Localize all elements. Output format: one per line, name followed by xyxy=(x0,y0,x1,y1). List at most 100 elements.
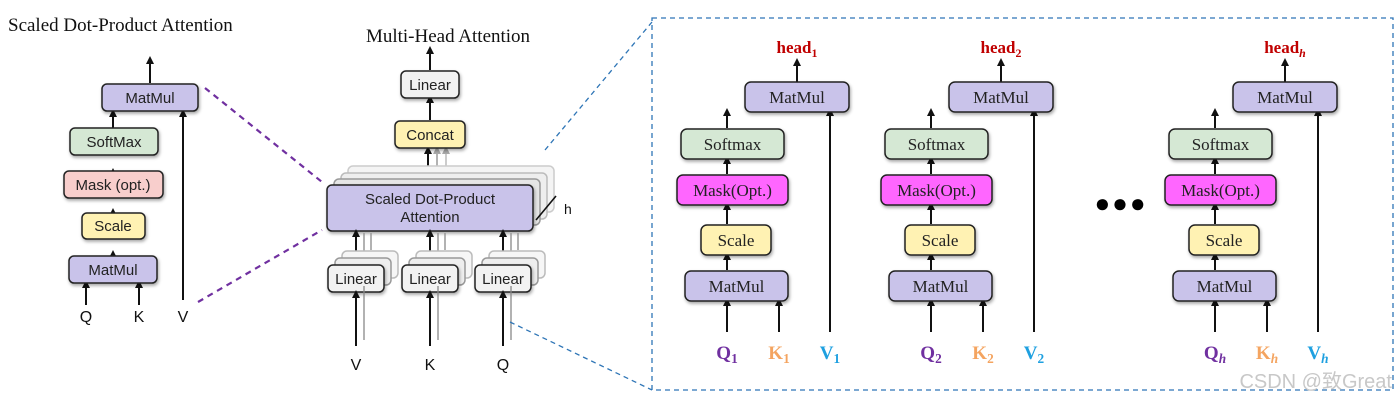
head-2-mask-label: Mask(Opt.) xyxy=(897,181,976,200)
head-3-output-label-main: head xyxy=(1264,38,1300,57)
head-1-k-label-sub: 1 xyxy=(783,351,790,366)
middle-concat-block: Concat xyxy=(394,120,466,149)
head-2-v-label-sub: 2 xyxy=(1038,351,1045,366)
head-3-q-label-main: Q xyxy=(1204,343,1219,364)
right-heads: MatMulSoftmaxMask(Opt.)ScaleMatMulhead1Q… xyxy=(676,38,1338,366)
zoom-line-blue-top xyxy=(544,21,653,151)
head-2-softmax-block: Softmax xyxy=(884,128,989,160)
head-3-q-label: Qh xyxy=(1204,343,1226,366)
head-3-k-label: Kh xyxy=(1256,343,1278,366)
head-2-matmul-top-block: MatMul xyxy=(948,81,1054,113)
head-3-k-label-sub: h xyxy=(1271,351,1278,366)
head-1-softmax-block: Softmax xyxy=(680,128,785,160)
head-diagram-3: MatMulSoftmaxMask(Opt.)ScaleMatMulheadhQ… xyxy=(1164,38,1338,366)
heads-ellipsis: ●●● xyxy=(1094,188,1147,218)
head-1-output-label-sub: 1 xyxy=(812,46,818,60)
head-3-matmul-top-label: MatMul xyxy=(1257,88,1313,107)
head-2-q-label: Q2 xyxy=(920,343,942,366)
left-matmul-top-label: MatMul xyxy=(125,90,174,107)
left-matmul-top-block: MatMul xyxy=(101,83,199,112)
head-2-k-label: K2 xyxy=(972,343,994,366)
head-2-scale-block: Scale xyxy=(904,224,976,256)
head-1-scale-label: Scale xyxy=(718,231,755,250)
head-3-output-label: headh xyxy=(1264,38,1306,60)
head-3-v-label-main: V xyxy=(1307,343,1321,364)
head-2-k-label-sub: 2 xyxy=(987,351,994,366)
head-1-output-label: head1 xyxy=(777,38,818,60)
middle-sdpa-label-line2: Attention xyxy=(400,209,459,226)
head-3-scale-block: Scale xyxy=(1188,224,1260,256)
zoom-line-bottom xyxy=(197,229,323,303)
middle-linear-k-stack: Linear xyxy=(401,250,473,293)
middle-panel: Multi-Head Attention Linear Concat Scale… xyxy=(326,26,572,374)
head-2-scale-label: Scale xyxy=(922,231,959,250)
head-2-output-label-sub: 2 xyxy=(1016,46,1022,60)
middle-h-label: h xyxy=(564,201,572,217)
middle-input-v: V xyxy=(351,357,362,374)
head-3-k-label-main: K xyxy=(1256,343,1271,364)
head-3-scale-label: Scale xyxy=(1206,231,1243,250)
middle-linear-top-block: Linear xyxy=(400,70,460,99)
head-2-k-label-main: K xyxy=(972,343,987,364)
middle-linear-k-label: Linear xyxy=(409,271,451,288)
head-1-matmul-top-block: MatMul xyxy=(744,81,850,113)
middle-concat-label: Concat xyxy=(406,127,454,144)
head-1-q-label-sub: 1 xyxy=(731,351,738,366)
head-1-k-label-main: K xyxy=(768,343,783,364)
head-1-v-label: V1 xyxy=(820,343,840,366)
head-1-v-label-main: V xyxy=(820,343,834,364)
left-panel: Scaled Dot-Product Attention MatMul Soft… xyxy=(8,15,233,326)
head-1-matmul-top-label: MatMul xyxy=(769,88,825,107)
head-diagram-1: MatMulSoftmaxMask(Opt.)ScaleMatMulhead1Q… xyxy=(676,38,850,366)
head-1-matmul-bottom-block: MatMul xyxy=(684,270,789,302)
middle-input-q: Q xyxy=(497,357,509,374)
middle-input-k: K xyxy=(425,357,436,374)
head-2-v-label-main: V xyxy=(1024,343,1038,364)
middle-linear-q-label: Linear xyxy=(482,271,524,288)
watermark: CSDN @致Great xyxy=(1239,370,1392,393)
left-softmax-block: SoftMax xyxy=(69,127,159,156)
left-scale-label: Scale xyxy=(94,218,132,235)
head-2-softmax-label: Softmax xyxy=(908,135,966,154)
head-3-matmul-top-block: MatMul xyxy=(1232,81,1338,113)
head-2-mask-block: Mask(Opt.) xyxy=(880,174,993,206)
middle-linear-v-label: Linear xyxy=(335,271,377,288)
middle-linear-v-stack: Linear xyxy=(327,250,399,293)
left-input-v: V xyxy=(178,309,189,326)
head-1-output-label-main: head xyxy=(777,38,813,57)
left-matmul-bottom-block: MatMul xyxy=(68,255,158,284)
head-1-scale-block: Scale xyxy=(700,224,772,256)
head-3-v-label: Vh xyxy=(1307,343,1328,366)
head-1-mask-label: Mask(Opt.) xyxy=(693,181,772,200)
head-1-k-label: K1 xyxy=(768,343,789,366)
head-3-q-label-sub: h xyxy=(1219,351,1226,366)
head-3-matmul-bottom-block: MatMul xyxy=(1172,270,1277,302)
left-mask-block: Mask (opt.) xyxy=(63,170,164,199)
middle-title: Multi-Head Attention xyxy=(366,26,531,47)
head-2-q-label-sub: 2 xyxy=(935,351,942,366)
head-3-mask-label: Mask(Opt.) xyxy=(1181,181,1260,200)
head-3-v-label-sub: h xyxy=(1321,351,1328,366)
left-input-k: K xyxy=(134,309,145,326)
head-2-matmul-bottom-block: MatMul xyxy=(888,270,993,302)
head-3-mask-block: Mask(Opt.) xyxy=(1164,174,1277,206)
head-1-softmax-label: Softmax xyxy=(704,135,762,154)
head-2-matmul-bottom-label: MatMul xyxy=(913,277,969,296)
left-input-q: Q xyxy=(80,309,92,326)
head-3-softmax-label: Softmax xyxy=(1192,135,1250,154)
zoom-line-top xyxy=(204,87,323,183)
head-2-output-label-main: head xyxy=(981,38,1017,57)
head-3-softmax-block: Softmax xyxy=(1168,128,1273,160)
head-1-matmul-bottom-label: MatMul xyxy=(709,277,765,296)
right-detail-frame xyxy=(651,17,1394,391)
middle-linear-top-label: Linear xyxy=(409,77,451,94)
head-1-v-label-sub: 1 xyxy=(834,351,841,366)
left-title: Scaled Dot-Product Attention xyxy=(8,15,233,36)
middle-sdpa-block: Scaled Dot-Product Attention xyxy=(326,184,534,232)
head-1-mask-block: Mask(Opt.) xyxy=(676,174,789,206)
left-matmul-bottom-label: MatMul xyxy=(88,262,137,279)
middle-linear-q-stack: Linear xyxy=(474,250,546,293)
head-2-q-label-main: Q xyxy=(920,343,935,364)
left-softmax-label: SoftMax xyxy=(86,134,142,151)
head-3-output-label-sub: h xyxy=(1299,46,1306,60)
